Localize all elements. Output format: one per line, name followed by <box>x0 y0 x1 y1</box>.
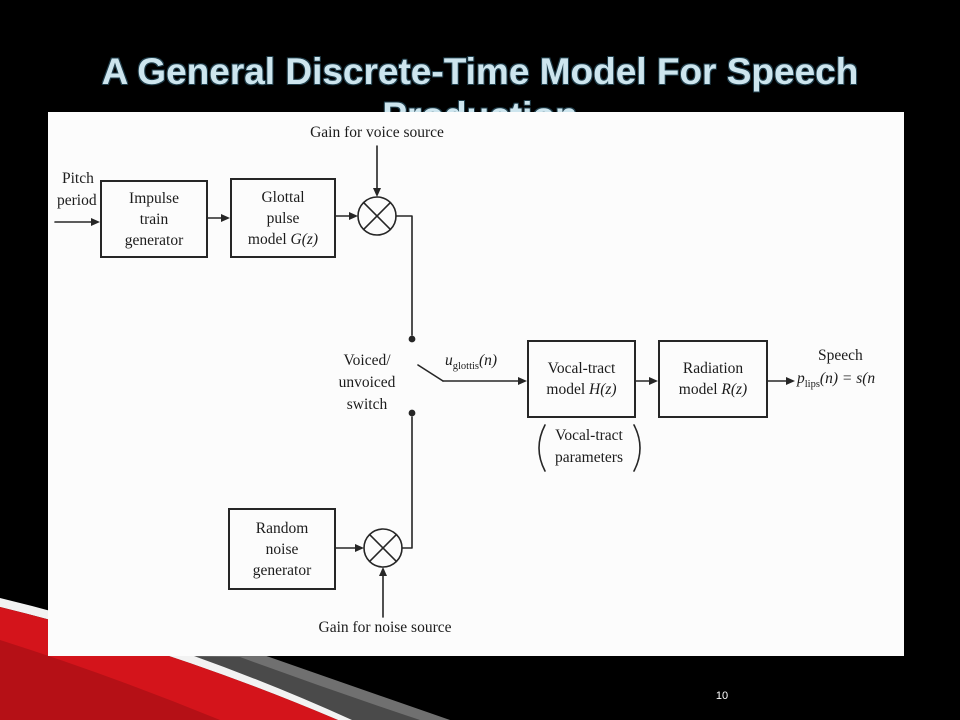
noise-block-line-2: noise <box>265 540 299 558</box>
pitch-label-line-2: period <box>57 192 97 209</box>
impulse-block-line-3: generator <box>124 231 184 249</box>
output-signal-expression: (n) = s(n <box>819 370 876 387</box>
glottal-flow-symbol: u <box>445 352 453 369</box>
switch-to-vocal-tract-arrowhead <box>518 377 527 385</box>
radiation-model-block: Radiation model R(z) <box>658 340 768 418</box>
random-noise-generator-block: Random noise generator <box>228 508 336 590</box>
glottal-block-line-3: model G(z) <box>248 229 318 250</box>
connection-lines <box>54 145 795 618</box>
noise-block-line-3: generator <box>252 561 312 579</box>
vocal-tract-transfer-function: H(z) <box>589 381 617 398</box>
slide-page-number: 10 <box>715 690 729 702</box>
parameters-open-bracket <box>538 424 546 472</box>
pitch-period-label: Pitch period <box>57 168 97 212</box>
parameters-close-bracket <box>633 424 641 472</box>
noise-gain-label: Gain for noise source <box>318 619 452 636</box>
unvoiced-switch-contact <box>408 409 416 417</box>
vocal-tract-parameters-label: Vocal-tract parameters <box>546 425 632 469</box>
speech-output-label: Speech <box>818 347 863 364</box>
radiation-transfer-function: R(z) <box>721 381 748 398</box>
glottal-transfer-function: G(z) <box>290 230 319 248</box>
speech-model-diagram: Gain for voice source Pitch period Impul… <box>48 112 904 656</box>
glottal-model-word: model <box>247 230 287 248</box>
output-signal-label: plips(n) = s(n <box>797 368 875 392</box>
voiced-switch-contact <box>408 335 416 343</box>
glottal-flow-subscript: glottis <box>452 361 480 372</box>
vocal-tract-block-line-1: Vocal-tract <box>547 360 616 377</box>
voice-gain-label: Gain for voice source <box>310 124 444 141</box>
voiced-unvoiced-switch-label: Voiced/ unvoiced switch <box>322 350 412 416</box>
voiced-path-line <box>395 215 413 336</box>
impulse-block-line-2: train <box>139 210 169 228</box>
switch-label-line-1: Voiced/ <box>343 352 391 369</box>
radiation-block-line-2: model R(z) <box>679 379 747 400</box>
voice-gain-arrowhead <box>373 188 381 197</box>
noise-block-line-1: Random <box>255 519 309 537</box>
switch-blade <box>417 364 444 382</box>
vocal-to-radiation-arrowhead <box>649 377 658 385</box>
glottal-to-multiplier-arrowhead <box>349 212 358 220</box>
vocal-tract-block-line-2: model H(z) <box>546 379 616 400</box>
switch-label-line-3: switch <box>346 396 388 413</box>
radiation-output-arrowhead <box>786 377 795 385</box>
glottal-pulse-model-block: Glottal pulse model G(z) <box>230 178 336 258</box>
glottal-flow-argument: (n) <box>479 352 498 369</box>
slide-title-line-1: A General Discrete-Time Model For Speech <box>101 51 859 92</box>
impulse-to-glottal-arrowhead <box>221 214 230 222</box>
diagram-connections <box>54 145 795 618</box>
glottal-block-line-2: pulse <box>266 209 300 227</box>
parameters-line-2: parameters <box>555 449 623 466</box>
vocal-tract-model-word: model <box>546 381 586 398</box>
noise-to-multiplier-arrowhead <box>355 544 364 552</box>
vocal-tract-model-block: Vocal-tract model H(z) <box>527 340 636 418</box>
output-signal-symbol: p <box>797 370 805 387</box>
unvoiced-path-line <box>401 416 413 549</box>
glottal-flow-label: uglottis(n) <box>445 350 497 374</box>
switch-label-line-2: unvoiced <box>338 374 396 391</box>
glottal-block-line-1: Glottal <box>261 188 305 206</box>
radiation-block-line-1: Radiation <box>682 360 744 377</box>
voice-multiplier-cross-b <box>362 201 392 231</box>
radiation-model-word: model <box>678 381 718 398</box>
noise-multiplier-cross-b <box>368 533 398 563</box>
swoosh-red-shade <box>0 640 220 720</box>
noise-gain-arrowhead <box>379 567 387 576</box>
impulse-train-generator-block: Impulse train generator <box>100 180 208 258</box>
pitch-label-line-1: Pitch <box>62 170 94 187</box>
parameters-line-1: Vocal-tract <box>555 427 623 444</box>
output-signal-subscript: lips <box>804 379 820 390</box>
pitch-input-arrowhead <box>91 218 100 226</box>
impulse-block-line-1: Impulse <box>129 189 179 207</box>
